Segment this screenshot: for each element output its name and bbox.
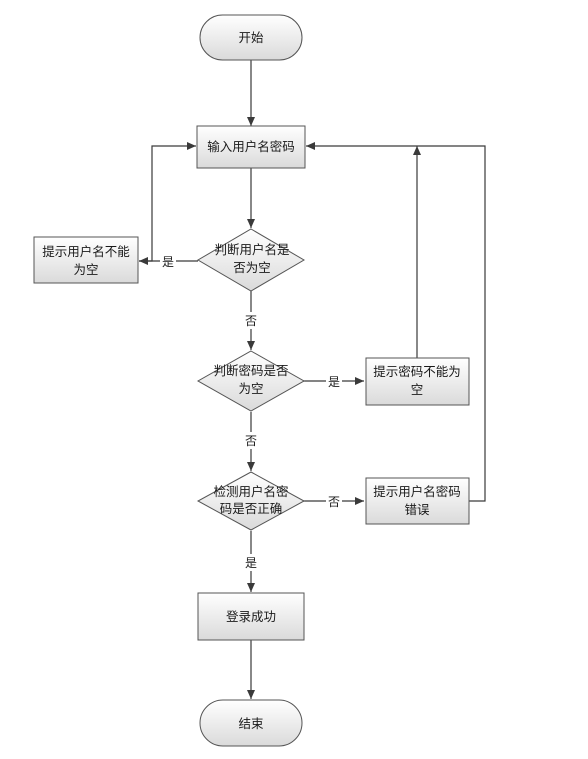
verify-credentials-decision: 检测用户名密 码是否正确 [196, 471, 306, 531]
wrong-credentials-prompt-label-1: 提示用户名密码 [373, 484, 461, 499]
label-no-user-empty: 否 [245, 314, 257, 328]
check-username-empty-label-1: 判断用户名是 [214, 242, 290, 257]
username-empty-prompt-label-2: 为空 [73, 262, 98, 277]
label-no-verify: 否 [328, 495, 340, 509]
username-empty-prompt-label-1: 提示用户名不能 [42, 244, 130, 259]
label-no-pwd-empty: 否 [245, 434, 257, 448]
edge-user-prompt-back [139, 142, 196, 262]
login-success-node: 登录成功 [197, 592, 305, 641]
password-empty-prompt-label-2: 空 [411, 382, 424, 397]
verify-credentials-label-2: 码是否正确 [220, 501, 283, 516]
end-label: 结束 [238, 716, 264, 731]
check-password-empty-decision: 判断密码是否 为空 [196, 350, 306, 412]
label-yes-pwd-empty: 是 [328, 375, 340, 389]
start-node: 开始 [199, 14, 303, 61]
check-username-empty-decision: 判断用户名是 否为空 [197, 228, 305, 292]
check-username-empty-label-2: 否为空 [233, 260, 271, 275]
label-yes-user-empty: 是 [162, 255, 174, 269]
password-empty-prompt-label-1: 提示密码不能为 [373, 364, 461, 379]
password-empty-prompt-node: 提示密码不能为 空 [365, 357, 470, 406]
input-credentials-label: 输入用户名密码 [207, 139, 295, 154]
end-node: 结束 [199, 699, 303, 747]
check-password-empty-label-2: 为空 [238, 381, 263, 396]
username-empty-prompt-node: 提示用户名不能 为空 [33, 236, 139, 284]
start-label: 开始 [238, 30, 264, 45]
label-yes-verify: 是 [245, 556, 257, 570]
wrong-credentials-prompt-label-2: 错误 [404, 502, 430, 517]
input-credentials-node: 输入用户名密码 [196, 125, 306, 169]
verify-credentials-label-1: 检测用户名密 [213, 484, 288, 499]
login-success-label: 登录成功 [226, 609, 276, 624]
check-password-empty-label-1: 判断密码是否 [213, 363, 288, 378]
wrong-credentials-prompt-node: 提示用户名密码 错误 [365, 477, 470, 525]
edge-labels: 是 否 是 否 否 是 [160, 253, 342, 571]
edge-wrong-prompt-back [306, 142, 486, 502]
